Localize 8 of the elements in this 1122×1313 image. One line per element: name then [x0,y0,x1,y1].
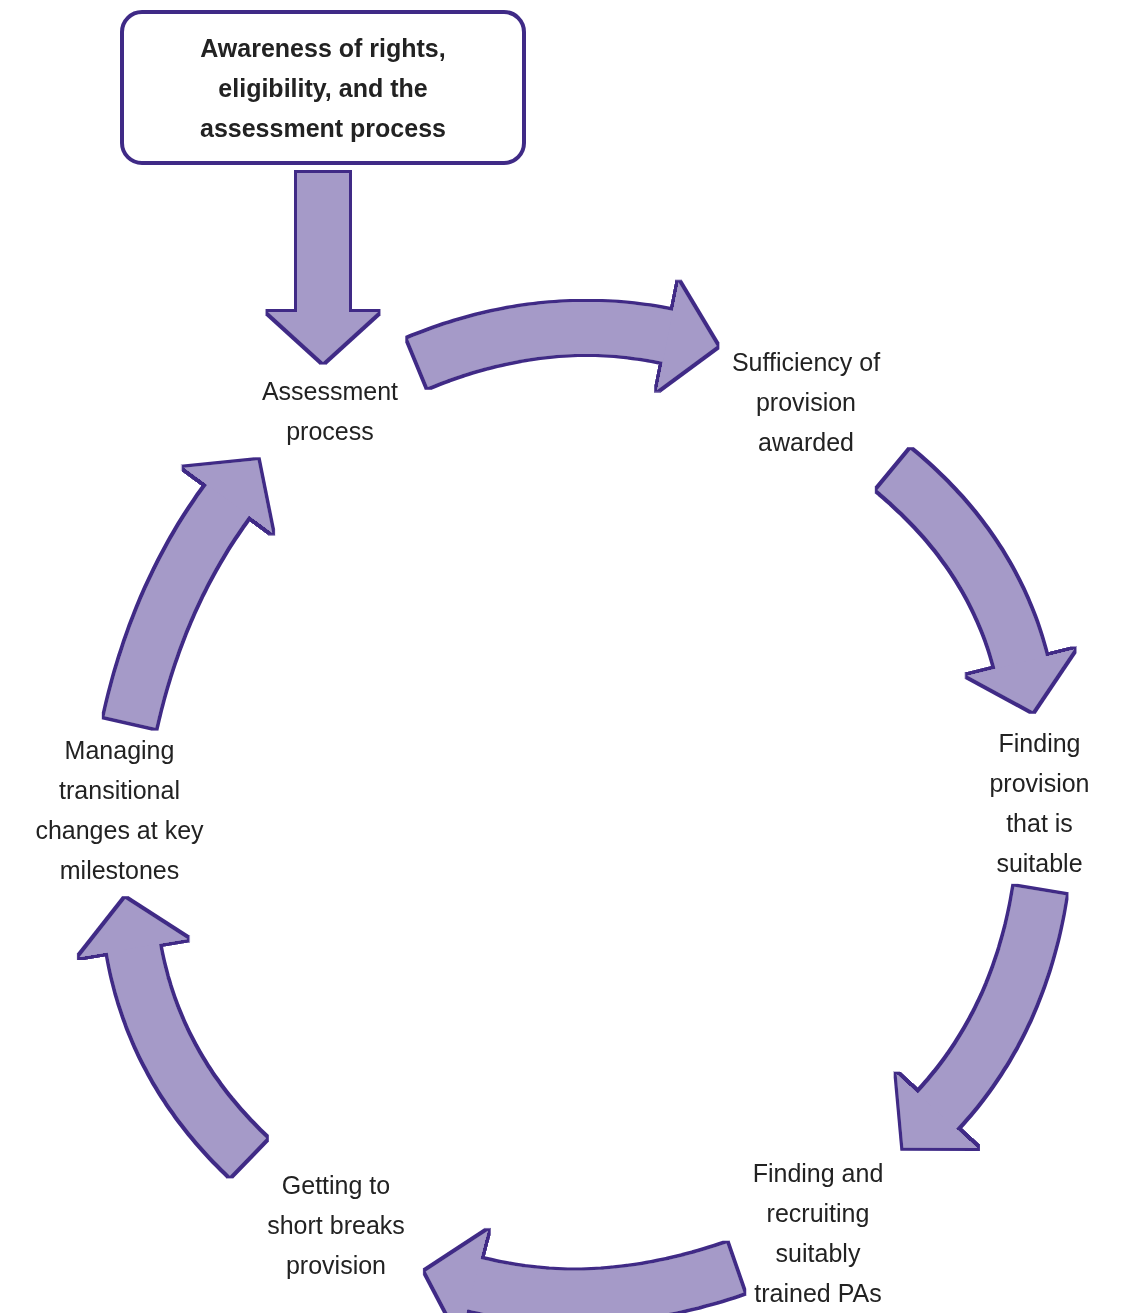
stage-label: Finding provision that is suitable [988,728,1091,879]
stage-label: Assessment process [260,376,400,447]
text-box [120,10,526,165]
stage-label: Managing transitional changes at key milestones [34,735,205,886]
stage-label: Getting to short breaks provision [266,1170,406,1281]
stage-label: Sufficiency of provision awarded [730,347,882,458]
stage-label: Finding and recruiting suitably trained PAs [751,1158,885,1309]
box-title: Awareness of rights, eligibility, and the assessment process [199,32,447,144]
